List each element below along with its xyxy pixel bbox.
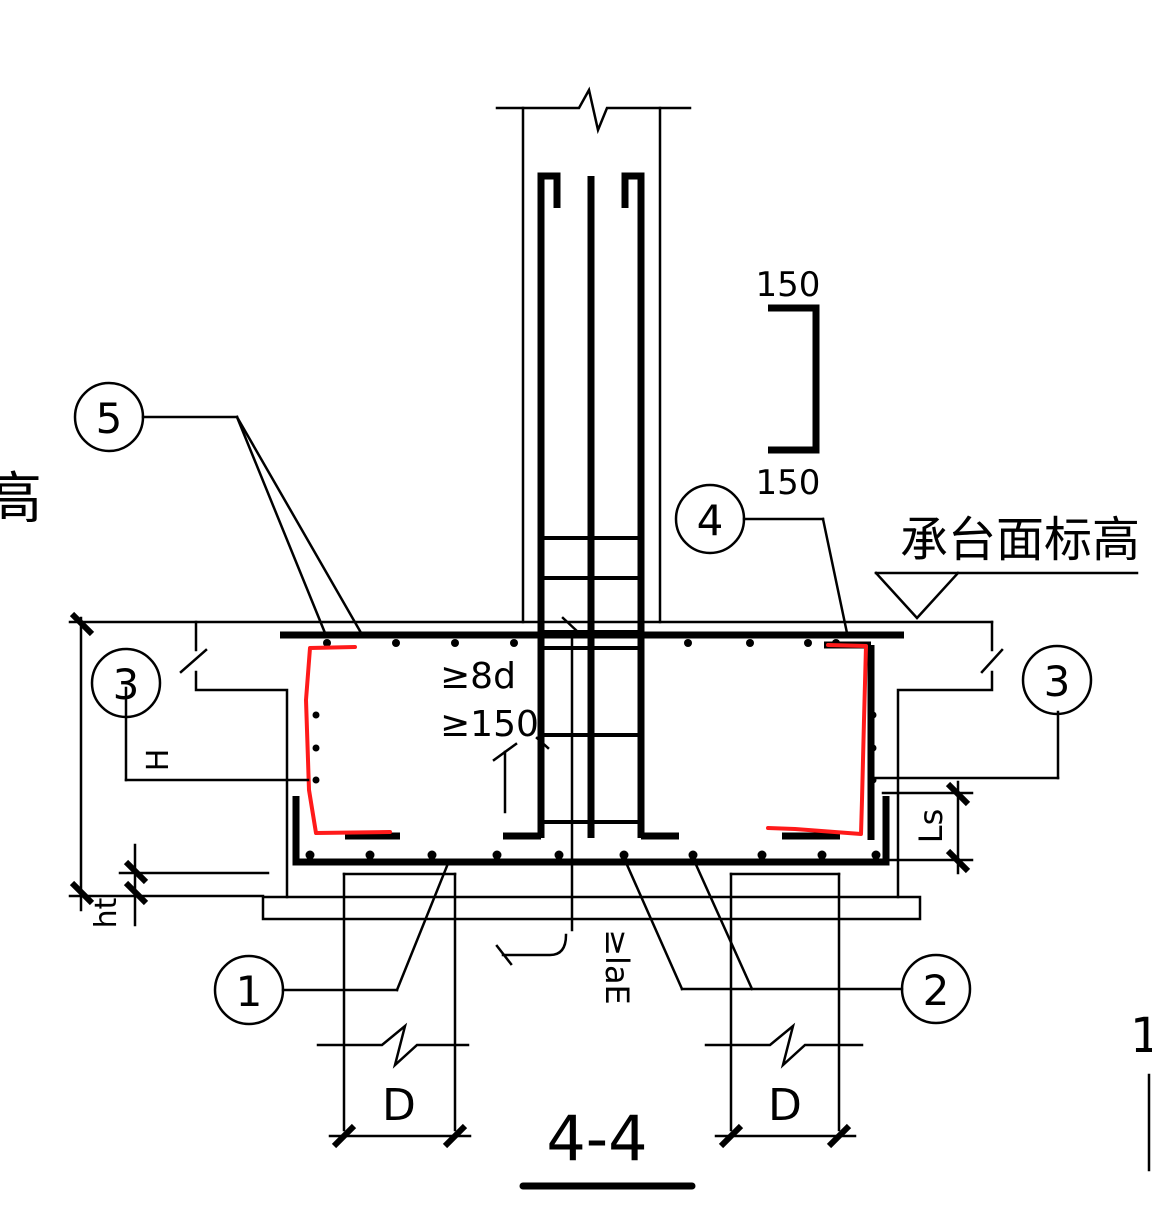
h-dim: H bbox=[124, 686, 310, 782]
section-title: 4-4 bbox=[519, 1102, 696, 1190]
callout-3-left: 3 bbox=[90, 647, 162, 719]
callout-3-left-label: 3 bbox=[113, 660, 140, 709]
h-label: H bbox=[141, 749, 176, 772]
callout-1-label: 1 bbox=[236, 967, 263, 1016]
bend-dim-bottom: 150 bbox=[756, 463, 821, 503]
anchorage-annotation: ≥8d ≥150 ≥laE bbox=[440, 616, 636, 1005]
callout-4-label: 4 bbox=[697, 496, 724, 545]
section-label: 4-4 bbox=[546, 1102, 647, 1175]
elevation-marker: 承台面标高 bbox=[874, 512, 1140, 620]
pile-cap-outline bbox=[68, 620, 1004, 921]
red-highlight-marks bbox=[304, 643, 868, 836]
column-rebar bbox=[503, 172, 679, 840]
pile-width-dim-left: D bbox=[328, 1080, 472, 1149]
cap-height-dim: ht bbox=[68, 611, 270, 928]
lae-label: ≥laE bbox=[598, 929, 636, 1005]
anchorage-8d: ≥8d bbox=[440, 656, 516, 697]
callout-2: 2 bbox=[622, 856, 972, 1025]
cap-rebar bbox=[280, 631, 904, 866]
left-edge-text-fragment: 高 bbox=[0, 467, 42, 532]
bend-detail: 150 150 bbox=[756, 265, 821, 503]
callout-2-label: 2 bbox=[923, 966, 950, 1015]
ls-dim: Ls bbox=[868, 710, 1060, 875]
ht-label: ht bbox=[89, 897, 124, 928]
callout-3-right-label: 3 bbox=[1044, 657, 1071, 706]
anchorage-150: ≥150 bbox=[440, 704, 539, 745]
bend-dim-top: 150 bbox=[756, 265, 821, 305]
callout-5: 5 bbox=[73, 381, 362, 635]
elevation-label: 承台面标高 bbox=[900, 512, 1140, 568]
callout-4: 4 bbox=[674, 483, 849, 635]
pile-left bbox=[316, 872, 470, 1132]
callout-3-right: 3 bbox=[1021, 644, 1093, 716]
callout-5-label: 5 bbox=[96, 394, 123, 443]
pile-width-label-left: D bbox=[382, 1080, 416, 1131]
right-edge-text-fragment: 1 bbox=[1130, 1008, 1152, 1064]
rebar-dots bbox=[305, 639, 881, 860]
pile-width-dim-right: D bbox=[714, 1080, 857, 1149]
callout-1: 1 bbox=[213, 864, 449, 1026]
ls-label: Ls bbox=[912, 809, 950, 844]
pile-width-label-right: D bbox=[768, 1080, 802, 1131]
column-outline bbox=[495, 86, 692, 624]
pile-right bbox=[704, 872, 864, 1132]
